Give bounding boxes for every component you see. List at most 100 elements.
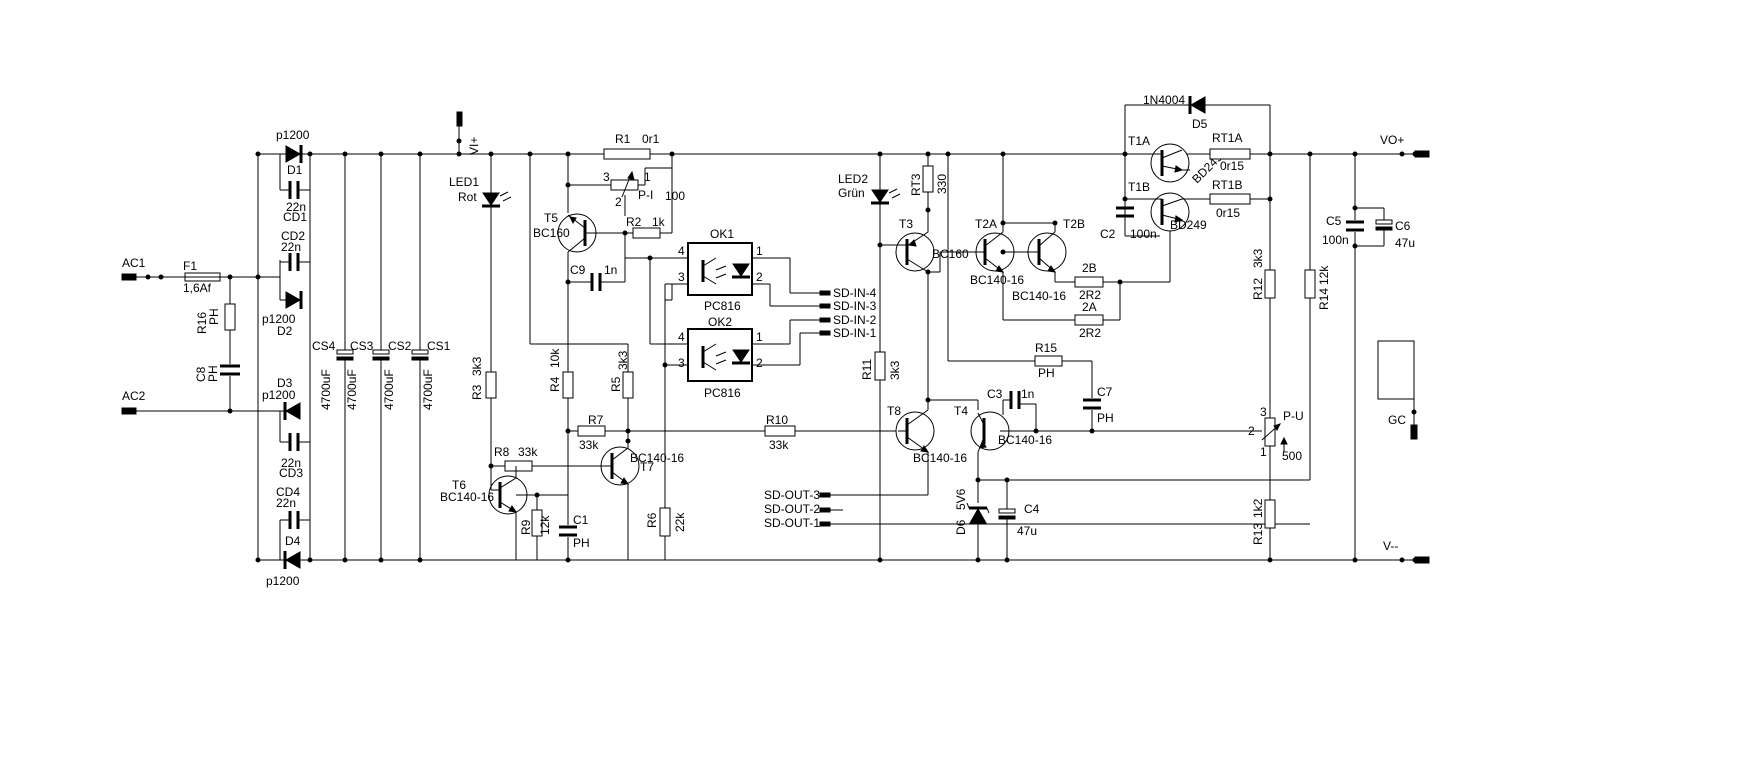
transistor-t5 (557, 213, 625, 372)
r16-value: PH (207, 308, 221, 325)
c4-value: 47u (1017, 524, 1037, 538)
c9-ref: C9 (570, 263, 586, 277)
c7-ref: C7 (1097, 385, 1113, 399)
optocoupler-ok2 (650, 328, 790, 382)
diode-d2 (285, 291, 303, 309)
ok1-type: PC816 (704, 299, 741, 313)
r4-ref: R4 (548, 376, 562, 392)
ac2-terminal (121, 407, 300, 415)
rt1b-ref: RT1B (1212, 178, 1242, 192)
capacitor-c6 (1375, 208, 1393, 246)
r12-value: 3k3 (1251, 248, 1265, 268)
r10-ref: R10 (766, 413, 788, 427)
v-minus-terminal (1399, 556, 1430, 564)
potentiometer-p-i (565, 154, 673, 228)
capacitor-cs4 (336, 151, 354, 563)
r11-ref: R11 (860, 359, 874, 380)
resistor-r11 (874, 351, 886, 563)
d3-value: p1200 (262, 388, 296, 402)
d1-ref: D1 (287, 163, 303, 177)
r7-value: 33k (579, 438, 599, 452)
t6-type: BC140-16 (440, 490, 494, 504)
t3-ref: T3 (899, 217, 913, 231)
t4-ref: T4 (954, 404, 968, 418)
capacitor-c1 (559, 525, 577, 563)
transistor-t2b (1003, 220, 1075, 283)
2a-ref: 2A (1082, 300, 1097, 314)
c2-ref: C2 (1100, 227, 1116, 241)
r1-ref: R1 (615, 132, 631, 146)
t5-ref: T5 (544, 211, 558, 225)
c6-ref: C6 (1395, 219, 1411, 233)
cd2-ref: CD2 (281, 229, 305, 243)
fuse-f1 (184, 272, 258, 282)
ac1-terminal (121, 273, 185, 281)
d4-value: p1200 (266, 574, 300, 588)
r8-value: 33k (518, 445, 538, 459)
rt1a-value: 0r15 (1220, 159, 1244, 173)
resistor-rt1b (1209, 151, 1273, 270)
ok2-type: PC816 (704, 386, 741, 400)
c5-value: 100n (1322, 233, 1349, 247)
r11-value: 3k3 (888, 360, 902, 380)
sd-in-1-label: SD-IN-1 (833, 326, 877, 340)
r5-value: 3k3 (616, 350, 630, 370)
capacitor-c3 (1002, 391, 1039, 434)
led1-color: Rot (458, 190, 477, 204)
p-u-value: 500 (1282, 449, 1302, 463)
t1b-type: BD249 (1170, 218, 1207, 232)
cs3-value: 4700uF (345, 369, 359, 410)
resistor-r13 (1264, 499, 1276, 563)
cs2-ref: CS2 (388, 339, 412, 353)
rt3-ref: RT3 (909, 173, 923, 196)
bridge-wiring (255, 151, 313, 563)
d2-value: p1200 (262, 312, 296, 326)
r5-ref: R5 (609, 376, 623, 392)
p-u-ref: P-U (1283, 409, 1304, 423)
resistor-r9 (516, 492, 568, 560)
diode-d4 (283, 551, 301, 569)
c7-value: PH (1097, 411, 1114, 425)
d3-ref: D3 (277, 376, 293, 390)
capacitor-c5 (1346, 151, 1384, 563)
r16-ref: R16 (195, 312, 209, 334)
cd2-value: 22n (281, 240, 301, 254)
sd-in-4-label: SD-IN-4 (833, 286, 877, 300)
capacitor-c4 (998, 477, 1016, 563)
sd-out-1-label: SD-OUT-1 (764, 516, 820, 530)
cs4-value: 4700uF (319, 369, 333, 410)
resistor-rt3 (922, 151, 934, 232)
transistor-t2a (928, 151, 1015, 320)
t8-ref: T8 (887, 404, 901, 418)
cs1-value: 4700uF (421, 369, 435, 410)
resistor-r3 (485, 371, 497, 466)
c4-ref: C4 (1024, 502, 1040, 516)
resistor-r15 (945, 151, 1093, 398)
led2-ref: LED2 (838, 172, 868, 186)
transistor-t3 (877, 231, 935, 410)
cs1-ref: CS1 (427, 339, 451, 353)
ok2-pin4: 4 (678, 330, 685, 344)
r2-ref: R2 (626, 215, 642, 229)
p-i-pin2: 2 (615, 195, 622, 209)
t5-type: BC160 (533, 226, 570, 240)
capacitor-cd2 (280, 253, 310, 271)
resistor-r6 (659, 362, 671, 560)
r2-value: 1k (652, 215, 666, 229)
capacitor-cd1 (280, 181, 310, 199)
t6-ref: T6 (452, 478, 466, 492)
resistor-r7 (565, 425, 765, 444)
capacitor-c2 (1116, 206, 1134, 236)
c6-value: 47u (1395, 236, 1415, 250)
t8-t4-wiring (928, 399, 979, 410)
gc-terminal (1377, 340, 1418, 440)
rt3-value: 330 (935, 174, 949, 194)
v-minus-label: V-- (1383, 539, 1398, 553)
fuse-f1-value: 1,6Af (183, 281, 212, 295)
transistor-t1a (1122, 143, 1210, 183)
2b-ref: 2B (1082, 261, 1097, 275)
resistor-2b (1074, 230, 1171, 288)
capacitor-c8 (220, 364, 240, 411)
r3-ref: R3 (470, 384, 484, 400)
